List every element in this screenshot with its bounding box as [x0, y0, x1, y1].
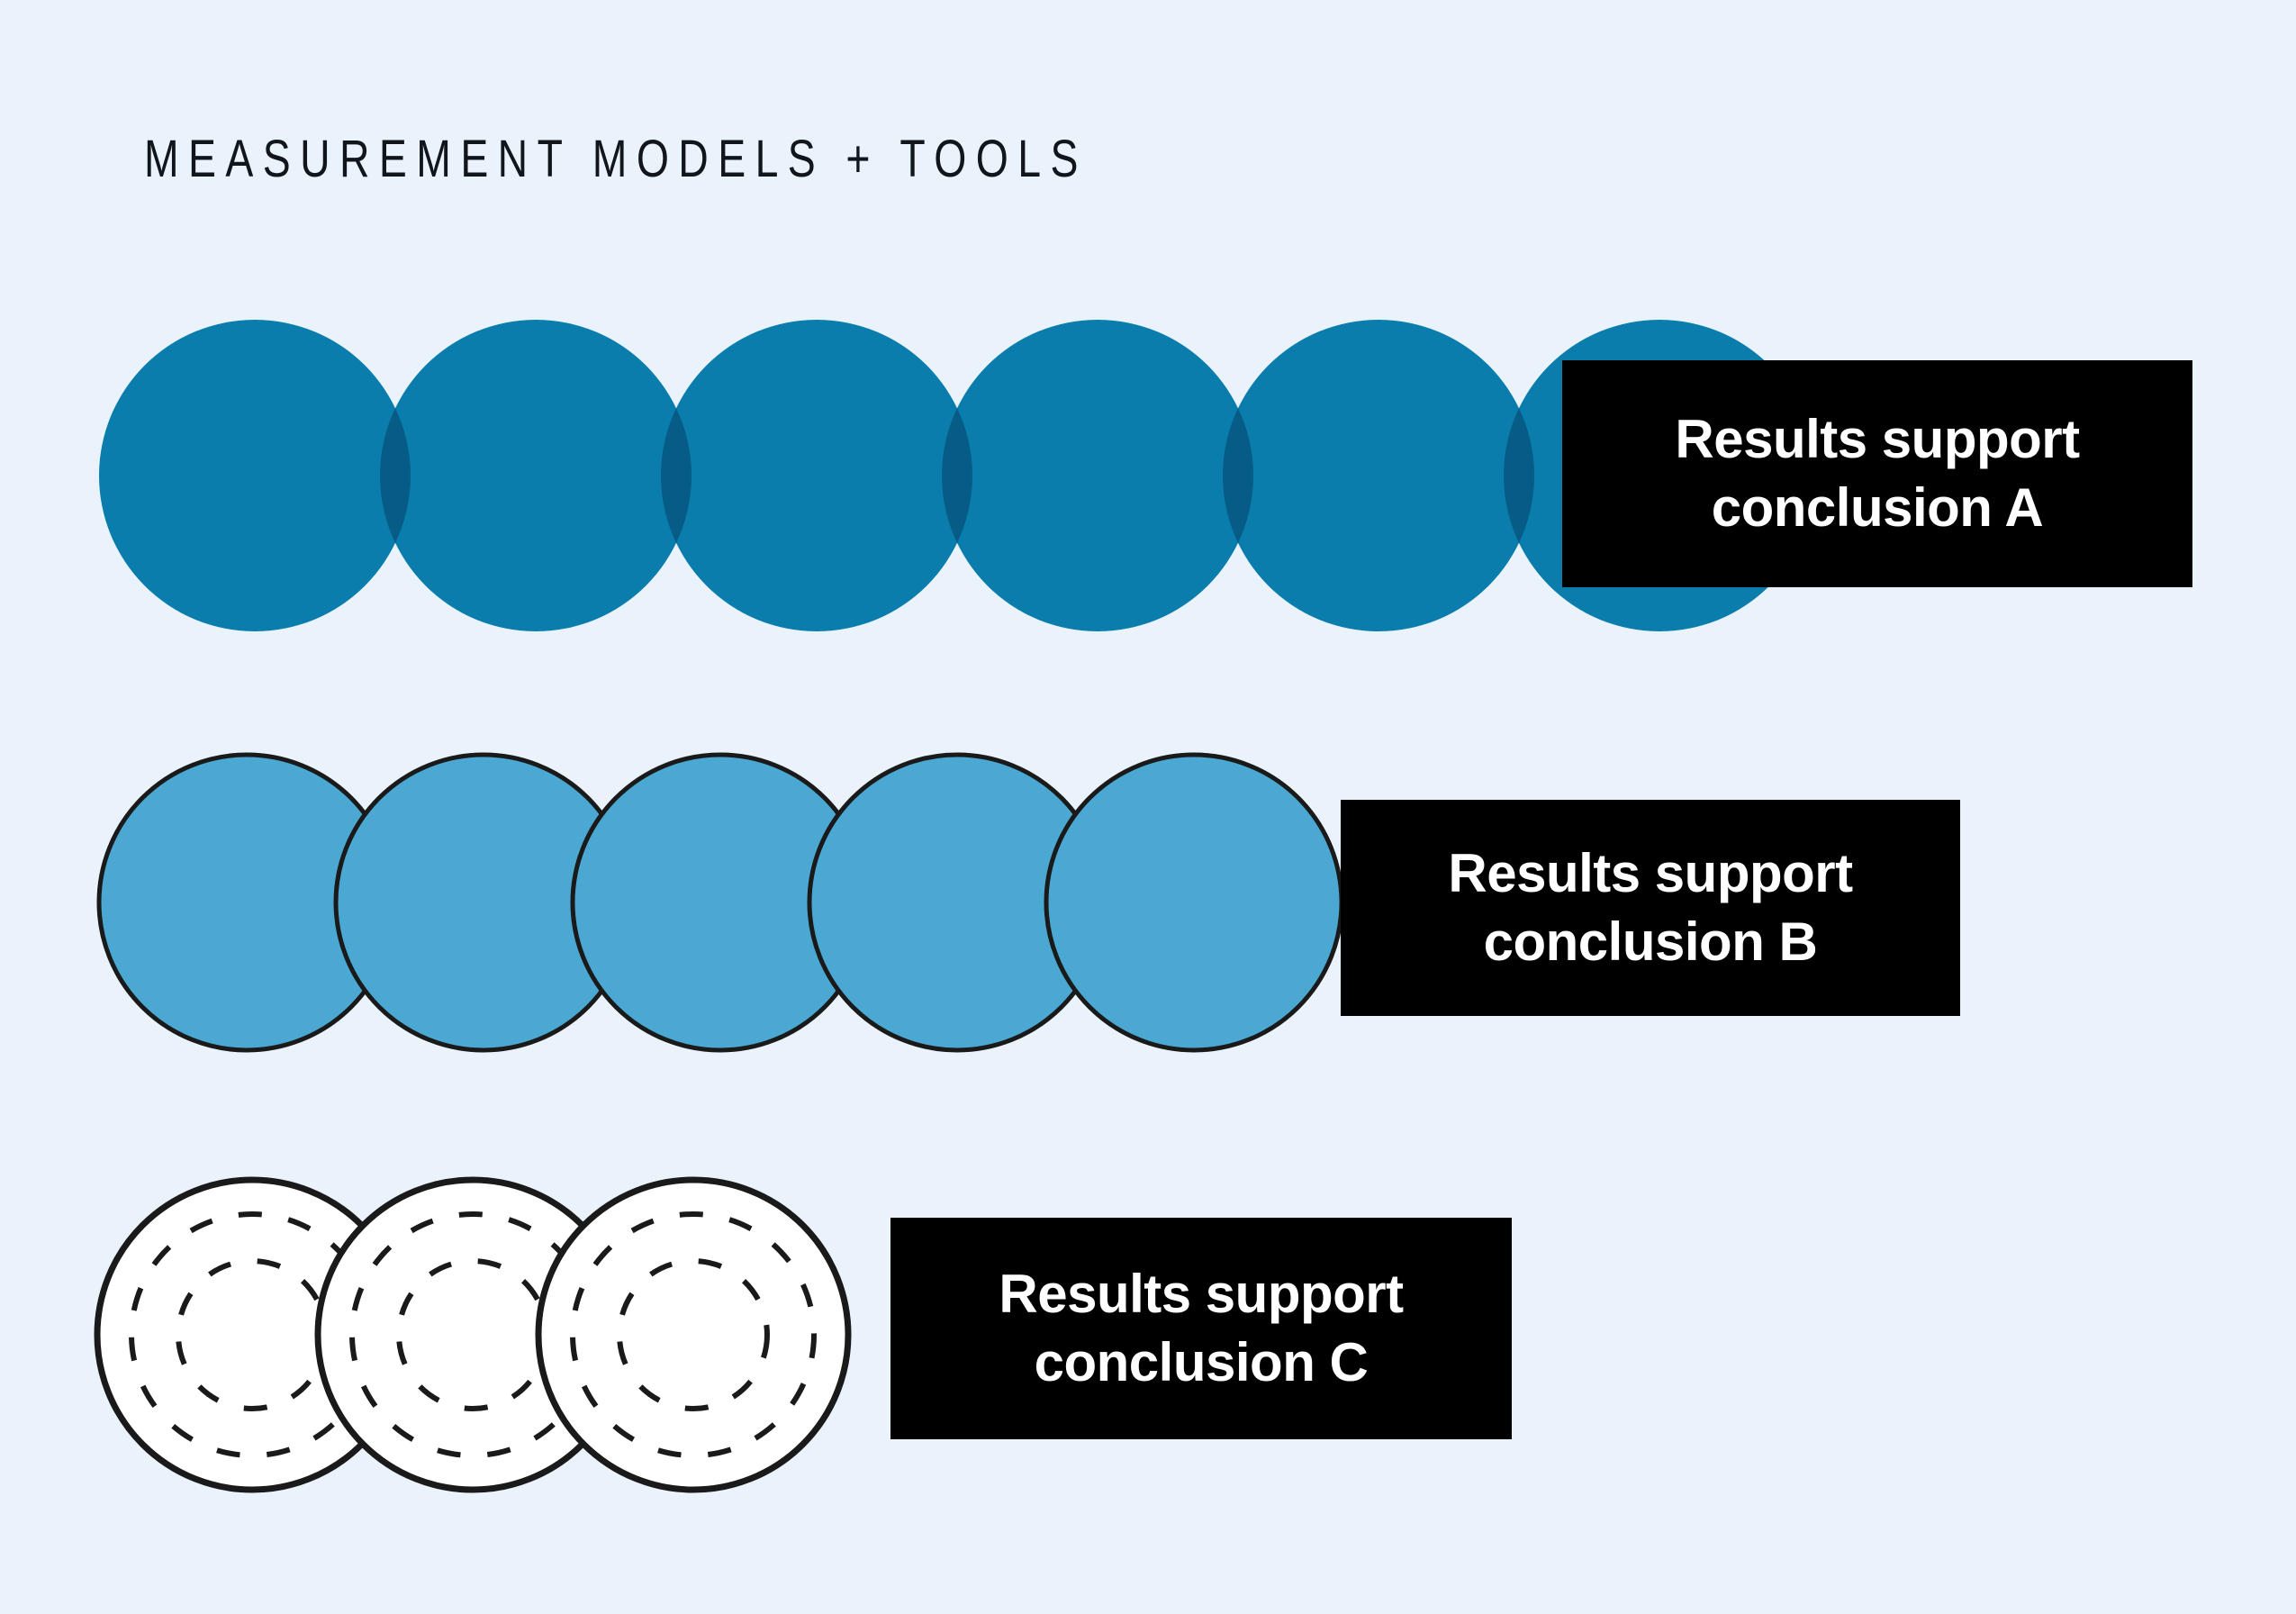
label-b-line1: Results support [1448, 842, 1853, 903]
label-a-line1: Results support [1675, 408, 2080, 469]
circle-a-3 [661, 320, 972, 631]
circle-c-3 [535, 1176, 852, 1493]
circle-a-2 [380, 320, 692, 631]
label-b-line2: conclusion B [1483, 911, 1818, 972]
label-c-line1: Results support [999, 1263, 1404, 1324]
circle-c-3-dashed-ring-outer [570, 1211, 817, 1458]
circles-b-svg [96, 752, 1344, 1053]
diagram-row-b [0, 730, 2296, 1072]
label-a-line2: conclusion A [1711, 477, 2044, 538]
circle-a-1 [99, 320, 411, 631]
page-title: MEASUREMENT MODELS + TOOLS [144, 130, 1088, 188]
circle-group-b [0, 730, 1531, 1072]
row-b-circles [96, 752, 1344, 1053]
label-conclusion-b: Results support conclusion B [1341, 800, 1960, 1016]
circle-a-4 [942, 320, 1253, 631]
circles-c-svg [94, 1176, 852, 1493]
circle-c-3-dashed-ring-inner [617, 1258, 770, 1411]
label-conclusion-a: Results support conclusion A [1562, 360, 2192, 587]
label-conclusion-c: Results support conclusion C [890, 1218, 1512, 1439]
row-c-circle-3 [535, 1176, 852, 1493]
circle-a-5 [1223, 320, 1534, 631]
label-c-line2: conclusion C [1034, 1332, 1369, 1392]
circle-b-5 [1044, 752, 1344, 1053]
circle-group-c [0, 1162, 1080, 1513]
diagram-row-c [0, 1162, 2296, 1513]
